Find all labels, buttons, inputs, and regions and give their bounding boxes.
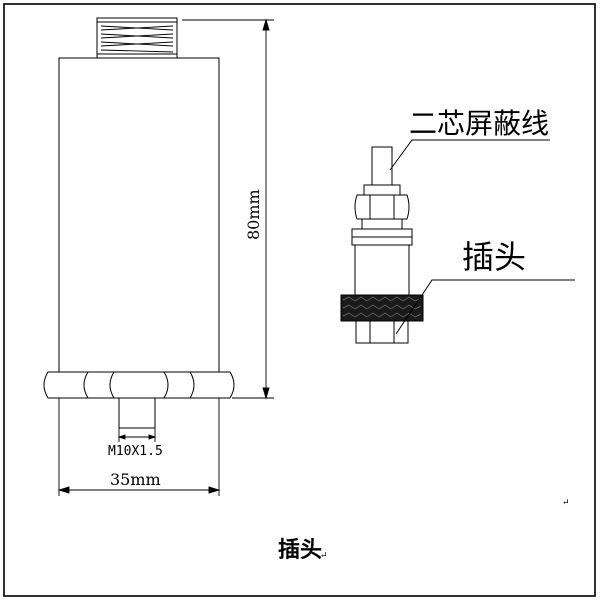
width-dimension-label: 35mm: [110, 470, 161, 489]
width-dimension: [57, 398, 221, 496]
plug-lower-body: [354, 244, 410, 296]
hex-nut: [43, 371, 235, 399]
knurled-band: [340, 294, 424, 322]
plug-pins-section: [355, 320, 409, 344]
cable-collar: [363, 184, 401, 196]
top-thread: [96, 17, 178, 59]
plug-assembly: [351, 146, 413, 344]
thread-dimension-label: M10X1.5: [108, 444, 163, 459]
page-border: [3, 3, 596, 597]
gland-nut: [354, 194, 410, 220]
cable-label: 二芯屏蔽线: [409, 107, 549, 140]
height-dimension-label: 80mm: [244, 189, 263, 240]
thread-dimension: [117, 428, 157, 442]
caption: 插头: [278, 538, 322, 563]
plug-leader: [395, 279, 575, 335]
cable: [371, 146, 393, 186]
height-dimension: [182, 18, 274, 400]
plug-neck: [361, 218, 403, 230]
caption-return-mark: ↵: [320, 551, 328, 561]
sensor-cylinder: [58, 57, 220, 373]
plug-label: 插头: [462, 238, 526, 276]
sensor-assembly: [43, 17, 235, 429]
paragraph-return-mark: ↵: [562, 498, 570, 508]
cable-leader: [389, 139, 550, 171]
bottom-stem: [118, 398, 156, 429]
